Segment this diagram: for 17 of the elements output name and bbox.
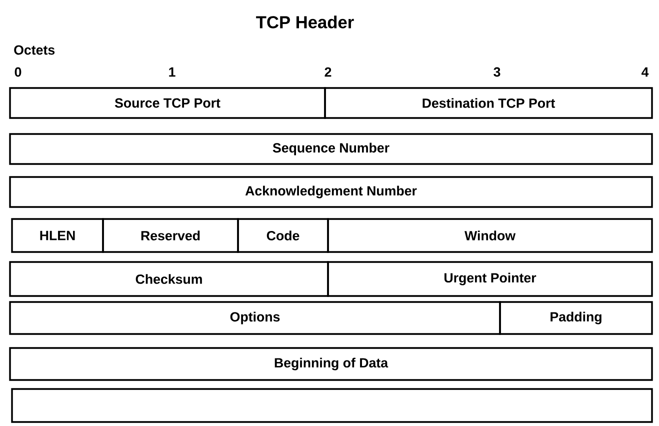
header-field: HLEN [11, 218, 104, 253]
header-field: Source TCP Port [9, 87, 326, 119]
header-field: Beginning of Data [9, 347, 653, 381]
empty-field [11, 388, 653, 423]
header-field: Sequence Number [9, 133, 653, 165]
header-field: Code [237, 218, 329, 253]
header-field: Acknowledgement Number [9, 176, 653, 208]
header-field: Reserved [102, 218, 239, 253]
header-field: Padding [499, 301, 653, 335]
header-field: Urgent Pointer [327, 261, 653, 297]
axis-title: Octets [14, 45, 55, 55]
header-field: Checksum [9, 261, 329, 297]
header-field: Window [327, 218, 653, 253]
header-field: Options [9, 301, 501, 335]
octet-number: 2 [324, 67, 332, 77]
header-field: Destination TCP Port [324, 87, 653, 119]
title: TCP Header [256, 16, 354, 28]
